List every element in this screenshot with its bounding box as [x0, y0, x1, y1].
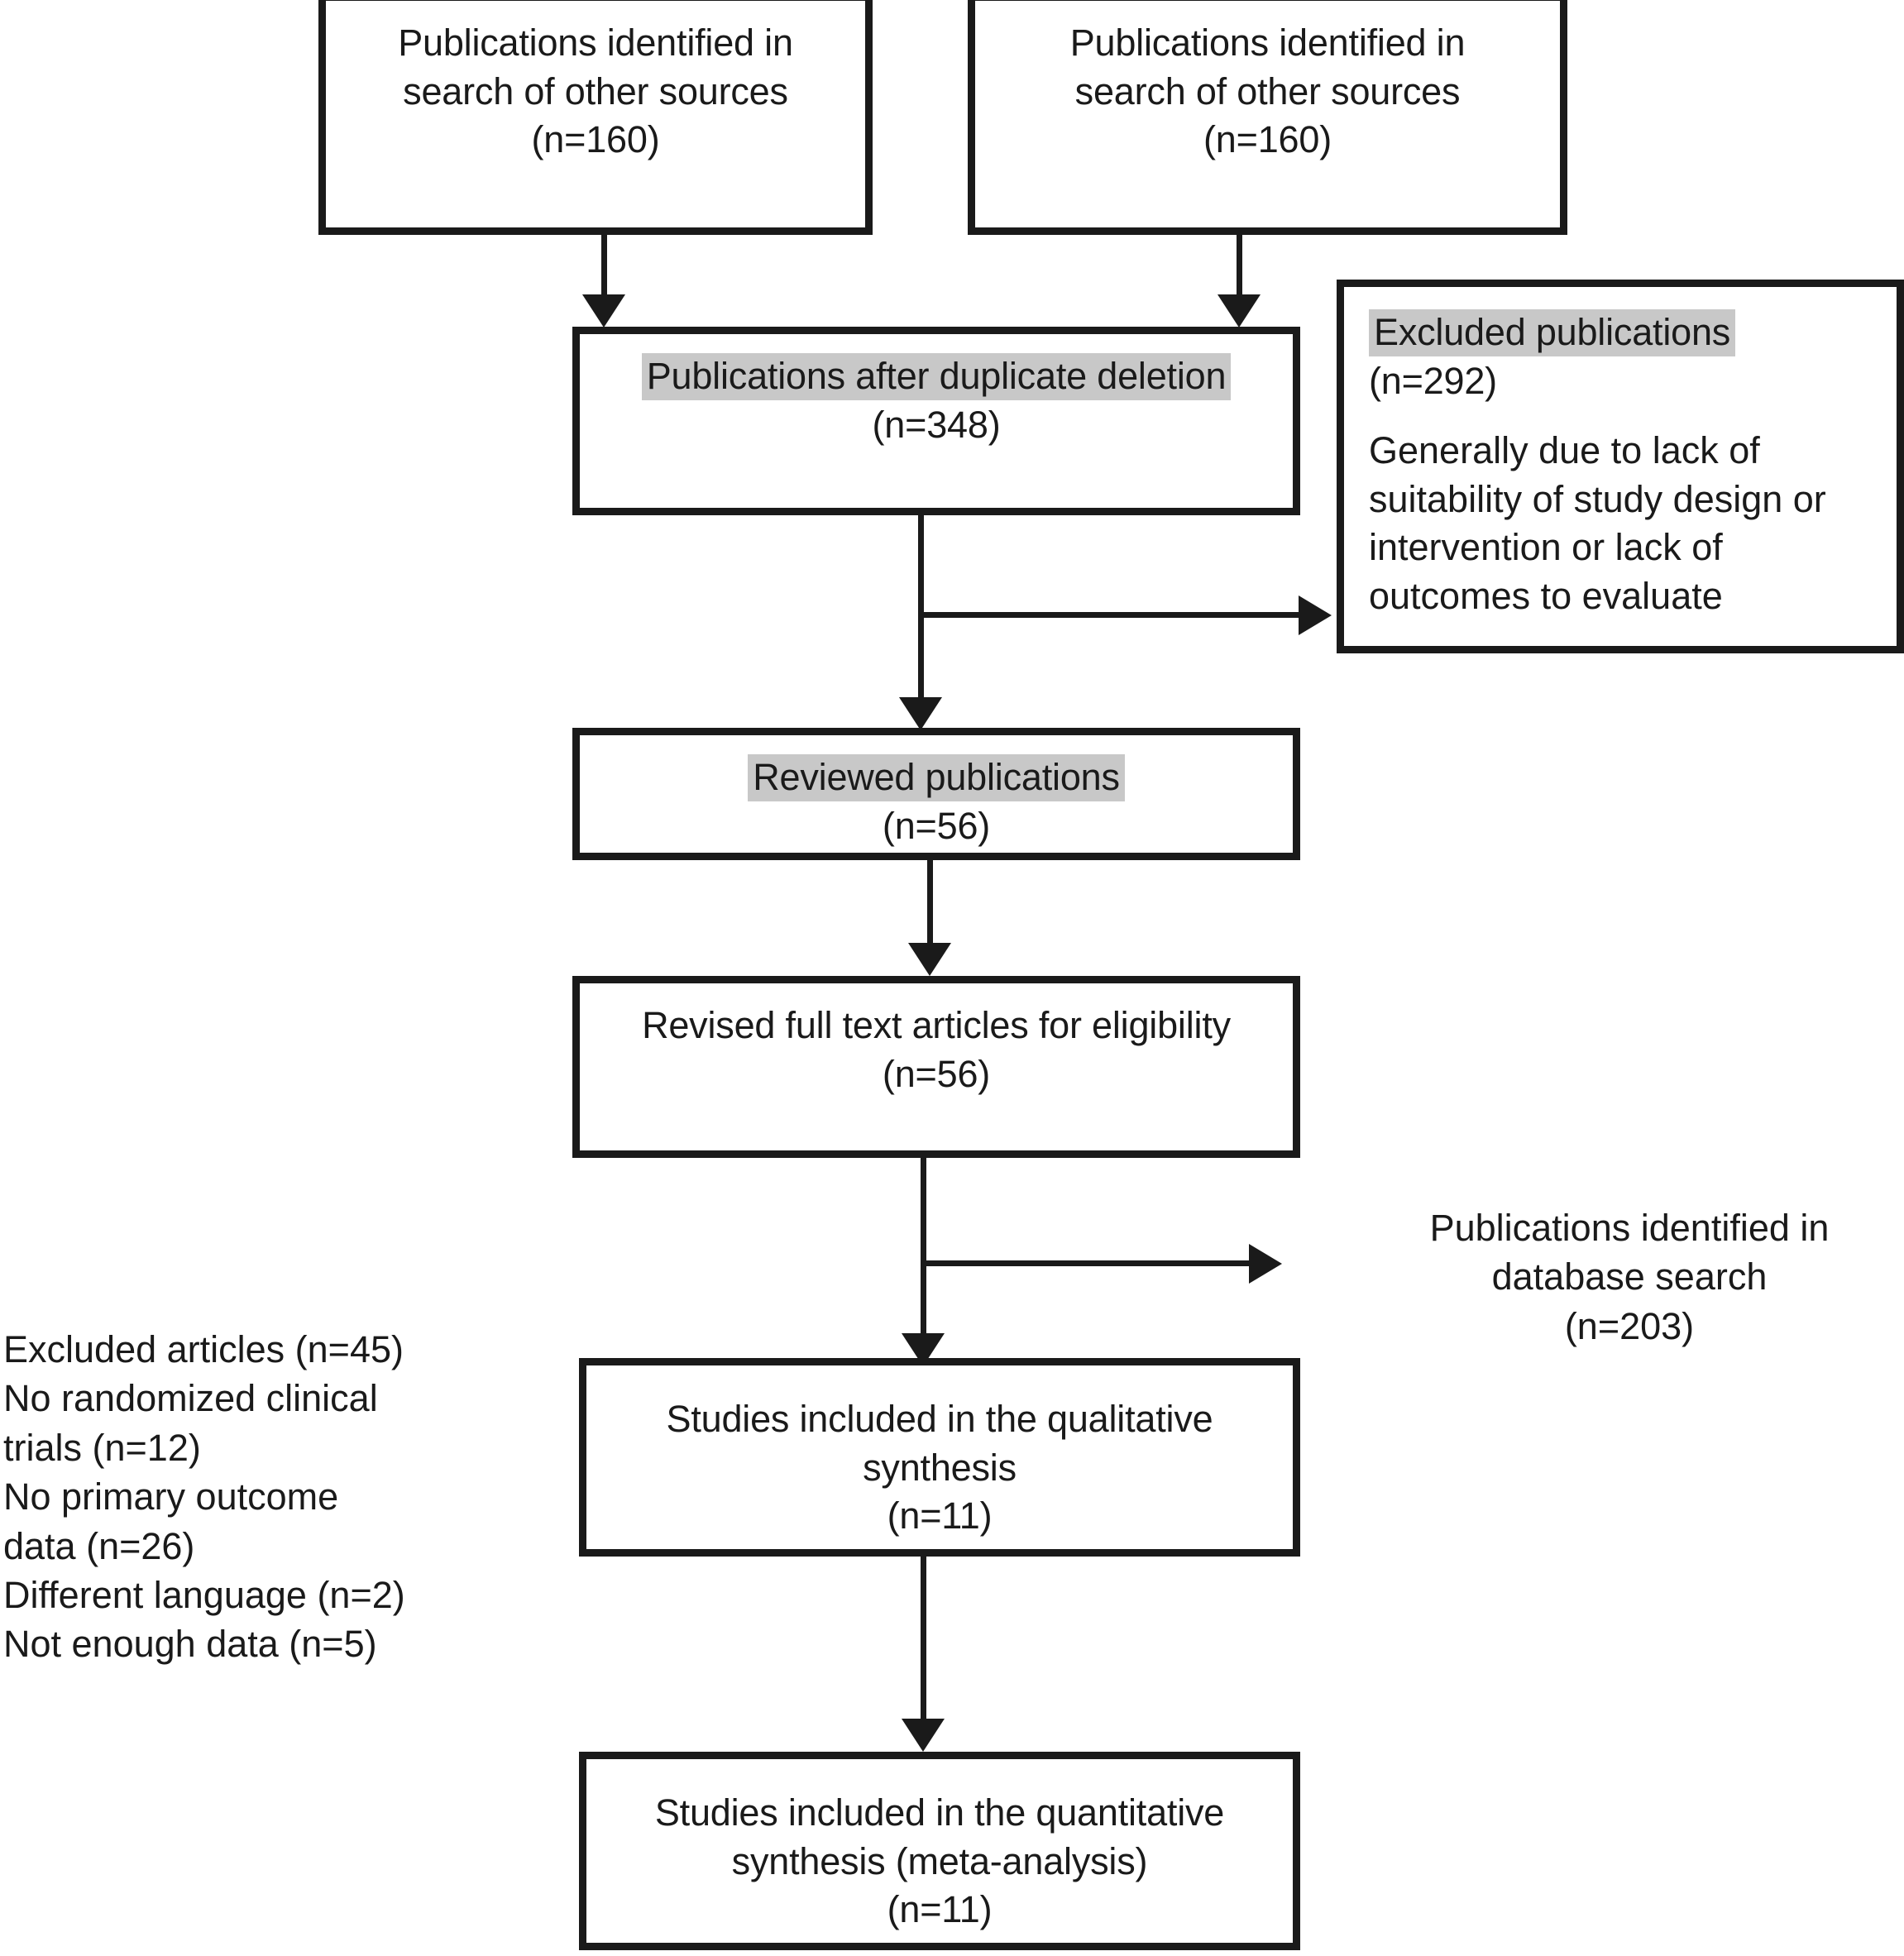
arrow-duplicates-to-reviewed: [899, 697, 942, 730]
arrow-duplicates-to-excluded: [1299, 595, 1332, 635]
arrow-source-right-to-duplicates: [1218, 294, 1261, 328]
arrow-qualitative-to-quantitative: [902, 1719, 945, 1752]
box-fulltext-line2: (n=56): [882, 1052, 991, 1095]
reviewed-highlight: Reviewed publications: [748, 754, 1125, 801]
connector-reviewed-stem: [927, 860, 933, 951]
arrow-fulltext-to-database-search: [1249, 1244, 1282, 1284]
box-source-right-line1: Publications identified in: [1069, 22, 1466, 64]
box-excluded-line2: (n=292): [1369, 359, 1497, 402]
label-excluded-articles-line7: Not enough data (n=5): [3, 1623, 377, 1666]
connector-qualitative-stem: [921, 1557, 926, 1747]
box-quantitative-line1: Studies included in the quantitative: [654, 1791, 1225, 1834]
box-duplicates-line1: Publications after duplicate deletion: [641, 352, 1232, 401]
box-fulltext-line1: Revised full text articles for eligibili…: [642, 1004, 1231, 1046]
label-excluded-articles-line3: trials (n=12): [3, 1426, 201, 1469]
box-reviewed-line2: (n=56): [882, 804, 991, 847]
box-qualitative-synthesis: Studies included in the qualitative synt…: [579, 1358, 1300, 1557]
box-qualitative-line1: Studies included in the qualitative: [666, 1398, 1213, 1440]
box-source-right-line3: (n=160): [1203, 118, 1332, 160]
box-quantitative-synthesis: Studies included in the quantitative syn…: [579, 1752, 1300, 1950]
box-source-left-line3: (n=160): [531, 118, 660, 160]
connector-source-right-stem: [1237, 235, 1242, 299]
connector-fulltext-to-database-search: [921, 1260, 1255, 1266]
box-excluded-publications: Excluded publications (n=292) Generally …: [1337, 280, 1904, 653]
arrow-reviewed-to-fulltext: [908, 943, 951, 976]
box-quantitative-line2: synthesis (meta-analysis): [731, 1839, 1148, 1882]
box-excluded-reason: Generally due to lack of suitability of …: [1369, 429, 1826, 617]
arrow-source-left-to-duplicates: [582, 294, 625, 328]
label-excluded-articles: Excluded articles (n=45) No randomized c…: [3, 1325, 466, 1669]
label-excluded-articles-line6: Different language (n=2): [3, 1573, 405, 1616]
box-reviewed-line1: Reviewed publications: [748, 753, 1125, 802]
label-excluded-articles-line4: No primary outcome: [3, 1475, 339, 1518]
connector-duplicates-to-excluded: [918, 612, 1305, 618]
box-source-left-line2: search of other sources: [403, 69, 788, 112]
box-reviewed-publications: Reviewed publications (n=56): [572, 728, 1300, 860]
label-excluded-articles-line5: data (n=26): [3, 1524, 195, 1567]
label-database-search: Publications identified in database sear…: [1373, 1203, 1886, 1351]
label-excluded-articles-line1: Excluded articles (n=45): [3, 1328, 404, 1370]
box-revised-full-text-articles: Revised full text articles for eligibili…: [572, 976, 1300, 1158]
duplicates-highlight: Publications after duplicate deletion: [641, 353, 1232, 400]
label-database-search-line2: database search: [1491, 1255, 1768, 1298]
box-qualitative-line3: (n=11): [887, 1494, 993, 1537]
label-database-search-line1: Publications identified in: [1429, 1207, 1830, 1249]
connector-source-left-stem: [601, 235, 607, 299]
box-qualitative-line2: synthesis: [863, 1446, 1017, 1489]
label-excluded-articles-line2: No randomized clinical: [3, 1377, 378, 1420]
box-source-right: Publications identified in search of oth…: [968, 0, 1567, 235]
box-source-left-line1: Publications identified in: [398, 22, 793, 64]
box-quantitative-line3: (n=11): [887, 1888, 993, 1930]
box-publications-after-duplicate-deletion: Publications after duplicate deletion (n…: [572, 327, 1300, 515]
box-source-left: Publications identified in search of oth…: [318, 0, 873, 235]
box-duplicates-line2: (n=348): [872, 403, 1001, 446]
excluded-highlight: Excluded publications: [1369, 309, 1736, 356]
box-source-right-line2: search of other sources: [1074, 69, 1461, 112]
box-excluded-line1: Excluded publications: [1369, 308, 1736, 357]
connector-duplicates-stem: [918, 515, 924, 722]
label-database-search-line3: (n=203): [1564, 1304, 1695, 1347]
